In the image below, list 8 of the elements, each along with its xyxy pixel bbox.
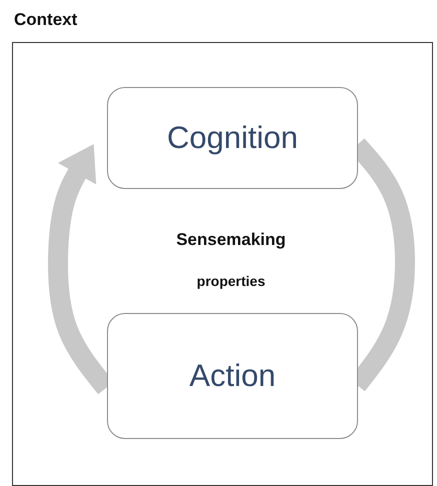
context-frame [12, 42, 433, 486]
process-box [107, 87, 358, 189]
box-label: Cognition [167, 120, 298, 156]
process-box [107, 313, 358, 439]
center-label: Sensemaking [176, 230, 286, 250]
box-label: Action [189, 358, 276, 394]
center-label: properties [196, 273, 266, 289]
frame-title: Context [14, 10, 78, 30]
